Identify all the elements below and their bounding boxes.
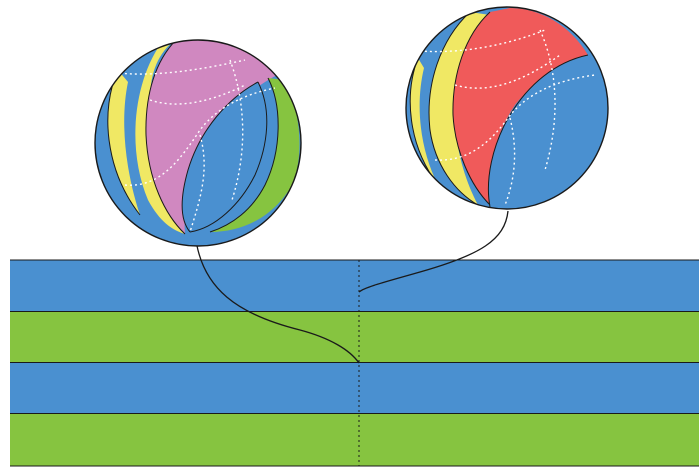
stripe-4 (10, 414, 699, 466)
stripe-1 (10, 260, 699, 311)
stripe-2 (10, 312, 699, 362)
stripe-3 (10, 363, 699, 413)
right-ball (400, 0, 615, 215)
left-ball (60, 30, 310, 255)
stripe-band (10, 260, 699, 466)
